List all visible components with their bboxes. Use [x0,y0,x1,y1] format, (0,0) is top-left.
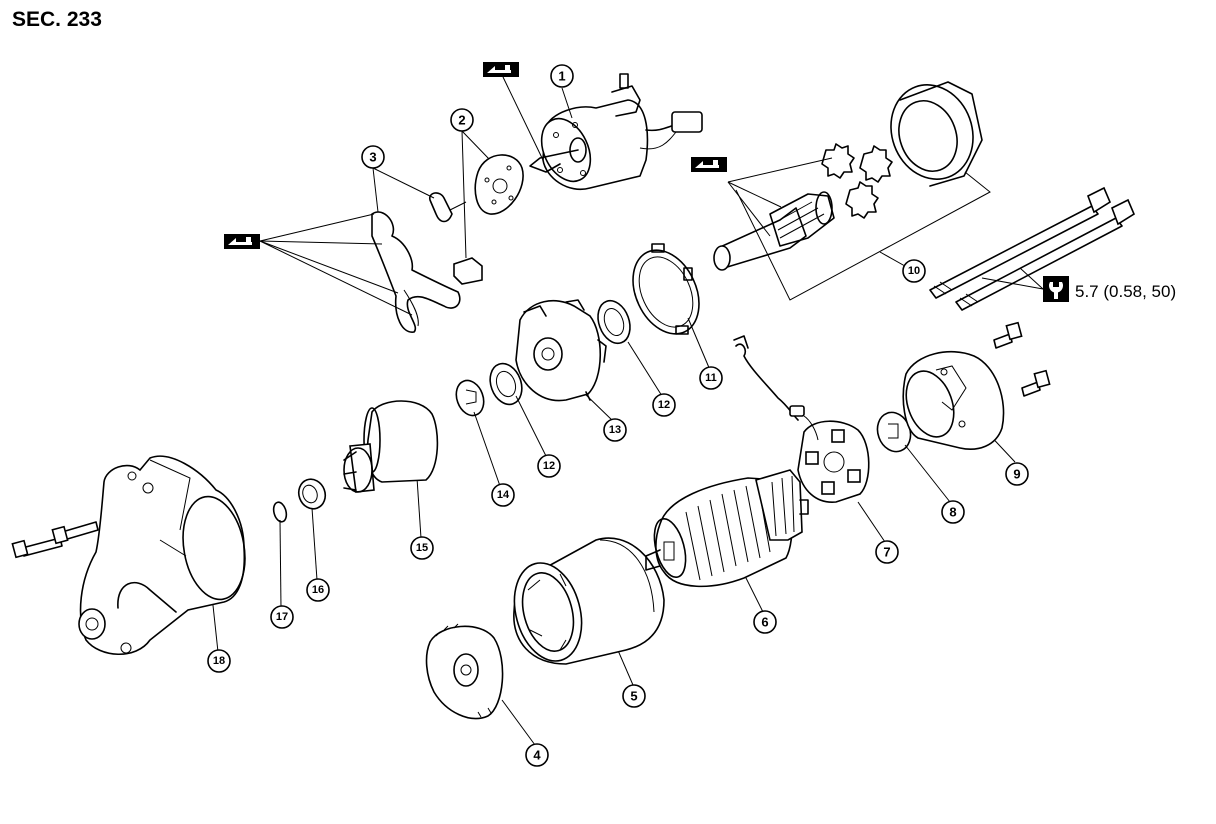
callout-16: 16 [306,578,330,602]
svg-text:16: 16 [312,584,324,596]
callout-13: 13 [603,418,627,442]
circlip [272,501,288,523]
callout-9: 9 [1005,462,1029,486]
callout-8: 8 [941,500,965,524]
section-label: SEC. 233 [12,8,102,31]
pinion-clutch [343,400,439,493]
svg-text:6: 6 [761,615,768,630]
callout-6: 6 [753,610,777,634]
svg-text:11: 11 [705,372,717,384]
svg-text:9: 9 [1013,467,1020,482]
callout-3: 3 [361,145,385,169]
svg-text:1: 1 [558,69,565,84]
grease-symbol-icon [483,62,519,77]
callout-11: 11 [699,366,723,390]
packing-ring [632,243,700,335]
callout-18: 18 [207,649,231,673]
washer-lower [489,362,523,406]
grease-symbol-icon [224,234,260,249]
callout-7: 7 [875,540,899,564]
callout-1: 1 [550,64,574,88]
svg-text:12: 12 [658,399,670,411]
stopper-clip [455,379,485,417]
brush-holder-assembly [733,335,870,503]
magnetic-switch-assembly [529,73,703,191]
svg-text:12: 12 [543,460,555,472]
callout-4: 4 [525,743,549,767]
torque-spec-text: 5.7 (0.58, 50) [1075,282,1177,301]
armature [645,469,809,588]
svg-text:18: 18 [213,655,225,667]
shim-and-plate [453,154,524,285]
svg-text:2: 2 [458,113,465,128]
svg-text:10: 10 [908,265,920,277]
shift-lever-assembly [371,192,467,333]
callout-15: 15 [410,536,434,560]
gear-case-housing [78,455,246,656]
svg-text:4: 4 [533,748,541,763]
svg-text:15: 15 [416,542,428,554]
pinion-gear-assembly [713,81,983,271]
bushing [297,478,327,510]
callout-5: 5 [622,684,646,708]
svg-text:14: 14 [497,489,510,501]
center-bracket [515,299,607,402]
svg-text:7: 7 [883,545,890,560]
housing-bolts [11,521,99,559]
svg-text:17: 17 [276,611,288,623]
callout-10: 10 [902,259,926,283]
svg-text:13: 13 [609,424,621,436]
grease-symbol-icon [691,157,727,172]
callout-2: 2 [450,108,474,132]
rear-cover-screws [993,321,1051,397]
callout-17: 17 [270,605,294,629]
svg-text:3: 3 [369,150,376,165]
washer-upper [597,299,631,345]
rear-cover [902,350,1005,450]
through-bolts [929,186,1136,311]
callout-12-lower: 12 [537,454,561,478]
svg-text:5: 5 [630,689,637,704]
callout-14: 14 [491,483,515,507]
yoke [513,537,665,665]
callout-12-upper: 12 [652,393,676,417]
leader-lines [211,76,1044,746]
torque-wrench-icon [1043,276,1069,302]
dust-plate [425,623,504,720]
svg-text:8: 8 [949,505,956,520]
